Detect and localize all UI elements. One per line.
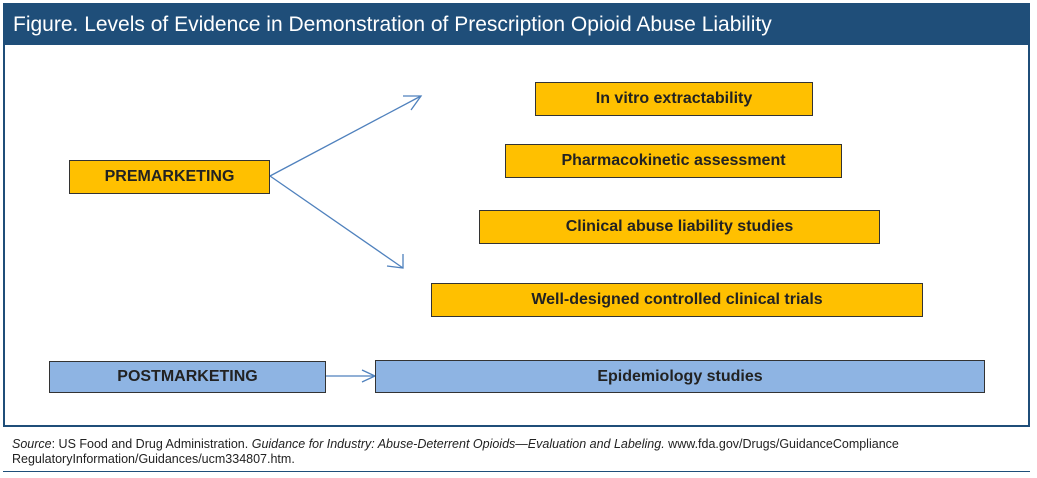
source-agency: : US Food and Drug Administration. bbox=[51, 437, 252, 451]
clinical-abuse-liability-box: Clinical abuse liability studies bbox=[479, 210, 880, 244]
source-url: www.fda.gov/Drugs/GuidanceCompliance Reg… bbox=[12, 437, 899, 466]
figure-frame: Figure. Levels of Evidence in Demonstrat… bbox=[3, 3, 1030, 427]
bottom-rule bbox=[3, 471, 1030, 472]
source-label: Source bbox=[12, 437, 52, 451]
postmarketing-box: POSTMARKETING bbox=[49, 361, 326, 393]
epidemiology-studies-box: Epidemiology studies bbox=[375, 360, 985, 393]
figure-title: Figure. Levels of Evidence in Demonstrat… bbox=[5, 5, 1028, 45]
premarketing-box: PREMARKETING bbox=[69, 160, 270, 194]
pharmacokinetic-assessment-box: Pharmacokinetic assessment bbox=[505, 144, 842, 178]
in-vitro-extractability-box: In vitro extractability bbox=[535, 82, 813, 116]
controlled-clinical-trials-box: Well-designed controlled clinical trials bbox=[431, 283, 923, 317]
source-guidance-title: Guidance for Industry: Abuse-Deterrent O… bbox=[251, 437, 665, 451]
source-note: Source: US Food and Drug Administration.… bbox=[12, 437, 1022, 467]
